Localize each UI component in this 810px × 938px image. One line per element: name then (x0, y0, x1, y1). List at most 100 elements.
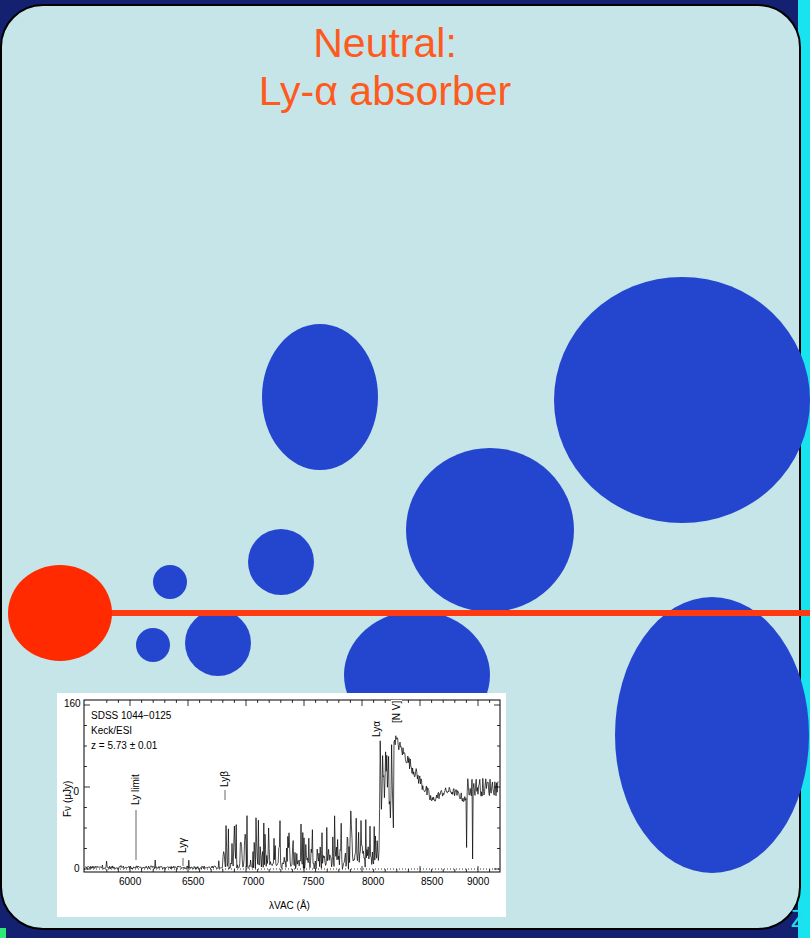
x-tick-label: 6000 (118, 876, 142, 887)
blue-circle (248, 529, 314, 595)
x-tick (466, 869, 467, 872)
marker-line (225, 790, 226, 800)
blue-circle (554, 277, 810, 523)
x-tick (246, 700, 247, 706)
x-tick (304, 700, 305, 706)
x-tick (234, 700, 235, 703)
x-tick (292, 700, 293, 703)
x-tick (141, 700, 142, 703)
x-tick (130, 700, 131, 706)
x-tick (431, 869, 432, 872)
x-tick (257, 869, 258, 872)
x-tick (280, 700, 281, 703)
x-tick (257, 700, 258, 703)
blue-circle (136, 628, 170, 662)
x-tick (408, 700, 409, 703)
redshift: z = 5.73 ± 0.01 (90, 740, 158, 751)
x-tick (385, 700, 386, 703)
x-tick (350, 700, 351, 703)
plot-frame (84, 700, 500, 872)
y-tick (84, 787, 90, 788)
spectrum-inset (57, 693, 506, 917)
zero-line (84, 869, 500, 870)
line-marker-label: Ly limit (130, 773, 141, 806)
y-tick (494, 869, 500, 870)
axis-ticks (84, 700, 500, 872)
x-tick-label: 8500 (420, 876, 444, 887)
y-tick (497, 766, 500, 767)
marker-line (183, 858, 184, 866)
blue-circle (262, 324, 378, 470)
green-mark (0, 928, 6, 938)
y-tick (497, 828, 500, 829)
x-tick (478, 700, 479, 706)
x-tick (222, 700, 223, 703)
x-tick (385, 869, 386, 872)
x-axis-title: λVAC (Å) (268, 900, 311, 911)
x-tick (373, 869, 374, 872)
x-tick (338, 700, 339, 703)
blue-circle (153, 565, 187, 599)
x-tick (118, 700, 119, 703)
y-tick (84, 807, 87, 808)
x-tick (443, 869, 444, 872)
title-line: Neutral: (160, 20, 610, 68)
spectrum-name: SDSS 1044−0125 (90, 710, 172, 721)
x-tick (106, 869, 107, 872)
x-tick (443, 700, 444, 703)
x-tick (315, 869, 316, 872)
x-tick (454, 869, 455, 872)
y-tick (84, 705, 90, 706)
x-tick (164, 700, 165, 703)
y-tick-label: 160 (63, 698, 82, 709)
blue-circle (406, 448, 574, 612)
x-tick-label: 6500 (181, 876, 205, 887)
quasar (8, 565, 112, 661)
x-tick (188, 700, 189, 706)
y-tick (497, 746, 500, 747)
x-tick-label: 7000 (241, 876, 265, 887)
x-tick (153, 700, 154, 703)
x-tick (431, 700, 432, 703)
instrument-name: Keck/ESI (90, 725, 133, 736)
x-tick-label: 8000 (361, 876, 385, 887)
x-tick (222, 869, 223, 872)
x-tick-label: 9000 (466, 876, 490, 887)
x-tick (211, 700, 212, 703)
x-tick (141, 869, 142, 872)
x-tick (408, 869, 409, 872)
x-tick (292, 869, 293, 872)
x-tick (280, 869, 281, 872)
x-tick (269, 869, 270, 872)
x-tick (199, 700, 200, 703)
x-tick (466, 700, 467, 703)
line-marker-label: Lyγ (177, 837, 188, 854)
spectrum (85, 736, 498, 869)
title-line: Ly-α absorber (160, 68, 610, 116)
y-tick (497, 807, 500, 808)
y-tick (84, 746, 87, 747)
x-tick (327, 700, 328, 703)
y-tick (84, 725, 87, 726)
x-tick (362, 700, 363, 706)
y-axis-title: Fν (μJy) (62, 780, 73, 818)
x-tick (420, 700, 421, 706)
corner-letter: Z (791, 906, 806, 932)
line-marker-label: Lyβ (219, 770, 230, 788)
x-tick (396, 869, 397, 872)
y-tick (497, 725, 500, 726)
y-tick (494, 705, 500, 706)
x-tick (327, 869, 328, 872)
x-tick (234, 869, 235, 872)
line-marker-label: Lyα (371, 720, 382, 738)
spectrum-trace (85, 736, 498, 869)
x-tick (176, 700, 177, 703)
x-tick-label: 7500 (301, 876, 325, 887)
line-markers (136, 790, 225, 866)
x-tick (106, 700, 107, 703)
x-tick (164, 869, 165, 872)
x-tick (269, 700, 270, 703)
y-tick (84, 766, 87, 767)
